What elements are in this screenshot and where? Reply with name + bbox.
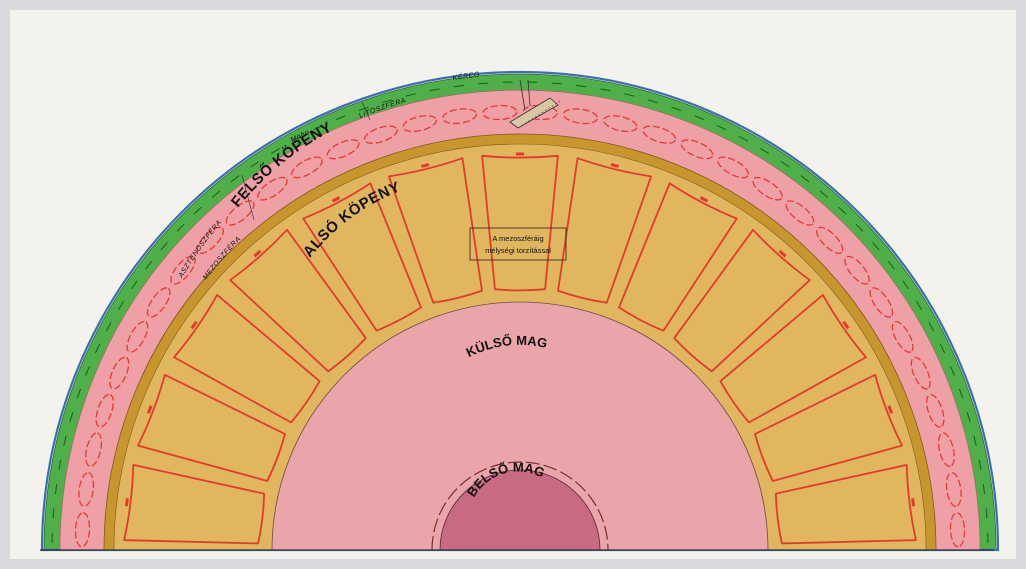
convection-arrow: [421, 165, 429, 167]
crust-mark: [53, 508, 54, 518]
crust-mark: [552, 83, 562, 84]
convection-arrow: [611, 165, 619, 167]
diagram-frame: FELSŐ KÖPENY ALSÓ KÖPENY KÜLSŐ MAG BELSŐ…: [10, 10, 1016, 559]
note-line-1: A mezoszféráig: [492, 234, 543, 243]
convection-arrow: [913, 498, 914, 506]
convection-arrow: [126, 498, 127, 506]
crust-mark: [986, 508, 987, 518]
earth-structure-diagram: FELSŐ KÖPENY ALSÓ KÖPENY KÜLSŐ MAG BELSŐ…: [10, 10, 1016, 559]
crust-mark: [478, 83, 488, 84]
note-line-2: mélységi torzítással: [485, 246, 551, 255]
